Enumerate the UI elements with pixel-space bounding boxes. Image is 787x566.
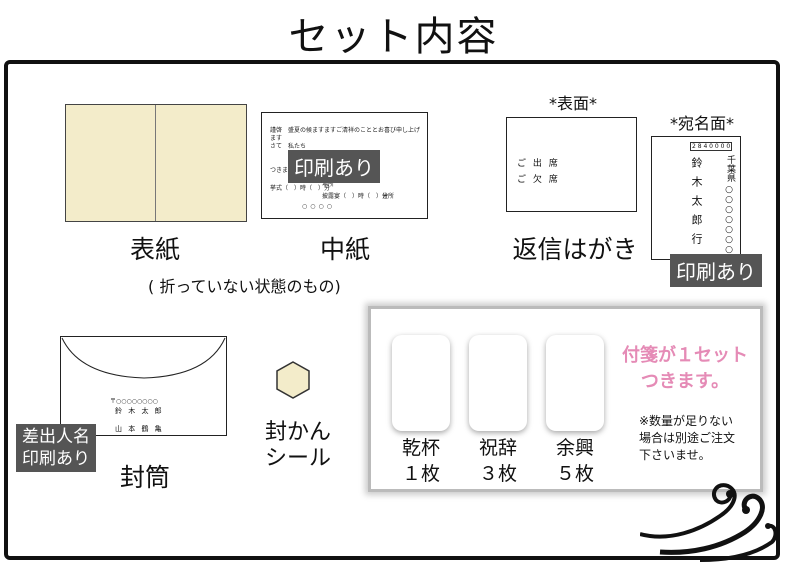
tag-count: １枚: [401, 463, 440, 485]
reply-postal-code: 2 8 4 0 0 0 0: [690, 142, 733, 151]
tag-item-yokyo: 余興 ５枚: [539, 435, 611, 487]
inner-paper-line: 挙式（ ）時（ ）分: [270, 185, 331, 192]
envelope-outline: [60, 336, 227, 436]
reply-address-pref: 千葉県: [725, 155, 735, 182]
envelope-badge-line-1: 差出人名: [22, 427, 90, 447]
reply-card-label: 返信はがき: [512, 235, 638, 264]
envelope-name-line-2: 山 本 鶴 亀: [115, 425, 164, 433]
reply-address-dots: ○○○○○○○: [724, 185, 734, 255]
reply-front-caption: *表面*: [548, 94, 597, 113]
shortage-note: ※数量が足りない 場合は別途ご注文 下さいませ。: [639, 413, 757, 464]
tag-name: 乾杯: [401, 437, 440, 459]
envelope-badge-line-2: 印刷あり: [22, 449, 90, 469]
reply-address-name: 鈴木太郎行: [690, 157, 703, 252]
page-title: セット内容: [288, 14, 499, 60]
cover-label: 表紙: [129, 235, 180, 264]
envelope-label: 封筒: [119, 463, 170, 492]
inner-paper-line: 謹啓 盛夏の候ますますご清祥のこととお喜び申し上げます: [270, 127, 421, 142]
shortage-note-line-2: 場合は別途ご注文: [639, 431, 736, 445]
seal-label-line-2: シール: [264, 446, 331, 471]
tag-count: ３枚: [478, 463, 517, 485]
tag-item-shukuji: 祝辞 ３枚: [462, 435, 534, 487]
tag-card-kanpai: [392, 335, 450, 431]
envelope-name-line: 鈴 木 太 郎: [115, 407, 164, 415]
inner-paper-print-badge: 印刷あり: [288, 150, 380, 183]
seal-label-line-1: 封かん: [264, 420, 331, 445]
shortage-note-line-3: 下さいませ。: [639, 448, 711, 462]
flourish-ornament: [640, 483, 778, 562]
seal-sticker-icon: [276, 361, 310, 399]
inner-paper-dots: ○○○○: [302, 203, 335, 210]
content-frame: [4, 60, 780, 560]
reply-print-badge: 印刷あり: [670, 254, 762, 287]
reply-card-front-image: ご 出 席 ご 欠 席: [506, 117, 637, 212]
inner-paper-line: 披露宴（ ）時（ ）分: [322, 193, 389, 200]
sticky-note-line-2: つきます。: [640, 371, 730, 392]
inner-paper-line: 住所: [382, 193, 395, 200]
unfolded-note: ( 折っていない状態のもの): [148, 277, 341, 296]
reply-attend-line: ご 出 席: [517, 159, 560, 169]
tag-count: ５枚: [555, 463, 594, 485]
tag-card-shukuji: [469, 335, 527, 431]
envelope-image: 〒○○○○○○○○ 鈴 木 太 郎 山 本 鶴 亀: [60, 336, 227, 436]
inner-paper-line: 場所: [322, 181, 335, 188]
envelope-dots: 〒○○○○○○○○: [110, 398, 158, 405]
tag-name: 祝辞: [478, 437, 517, 459]
tag-name: 余興: [555, 437, 594, 459]
cover-fold-line: [155, 105, 156, 221]
inner-paper-line: さて 私たち: [270, 143, 307, 150]
sticky-note-line-1: 付箋が１セット: [622, 345, 748, 366]
envelope-print-badge: 差出人名 印刷あり: [16, 424, 96, 472]
reply-card-address-image: 2 8 4 0 0 0 0 鈴木太郎行 千葉県 ○○○○○○○: [651, 136, 741, 260]
reply-absent-line: ご 欠 席: [517, 175, 560, 185]
reply-address-caption: *宛名面*: [669, 114, 734, 133]
seal-label: 封かん シール: [258, 420, 338, 472]
sticky-note-message: 付箋が１セット つきます。: [615, 343, 755, 395]
tags-panel: 乾杯 １枚 祝辞 ３枚 余興 ５枚 付箋が１セット つきます。 ※数量が足りない…: [368, 306, 763, 492]
inner-paper-line: つきましては: [270, 167, 306, 175]
inner-paper-label: 中紙: [319, 235, 370, 264]
tag-item-kanpai: 乾杯 １枚: [385, 435, 457, 487]
cover-paper-image: [65, 104, 247, 222]
tag-card-yokyo: [546, 335, 604, 431]
shortage-note-line-1: ※数量が足りない: [639, 414, 734, 428]
